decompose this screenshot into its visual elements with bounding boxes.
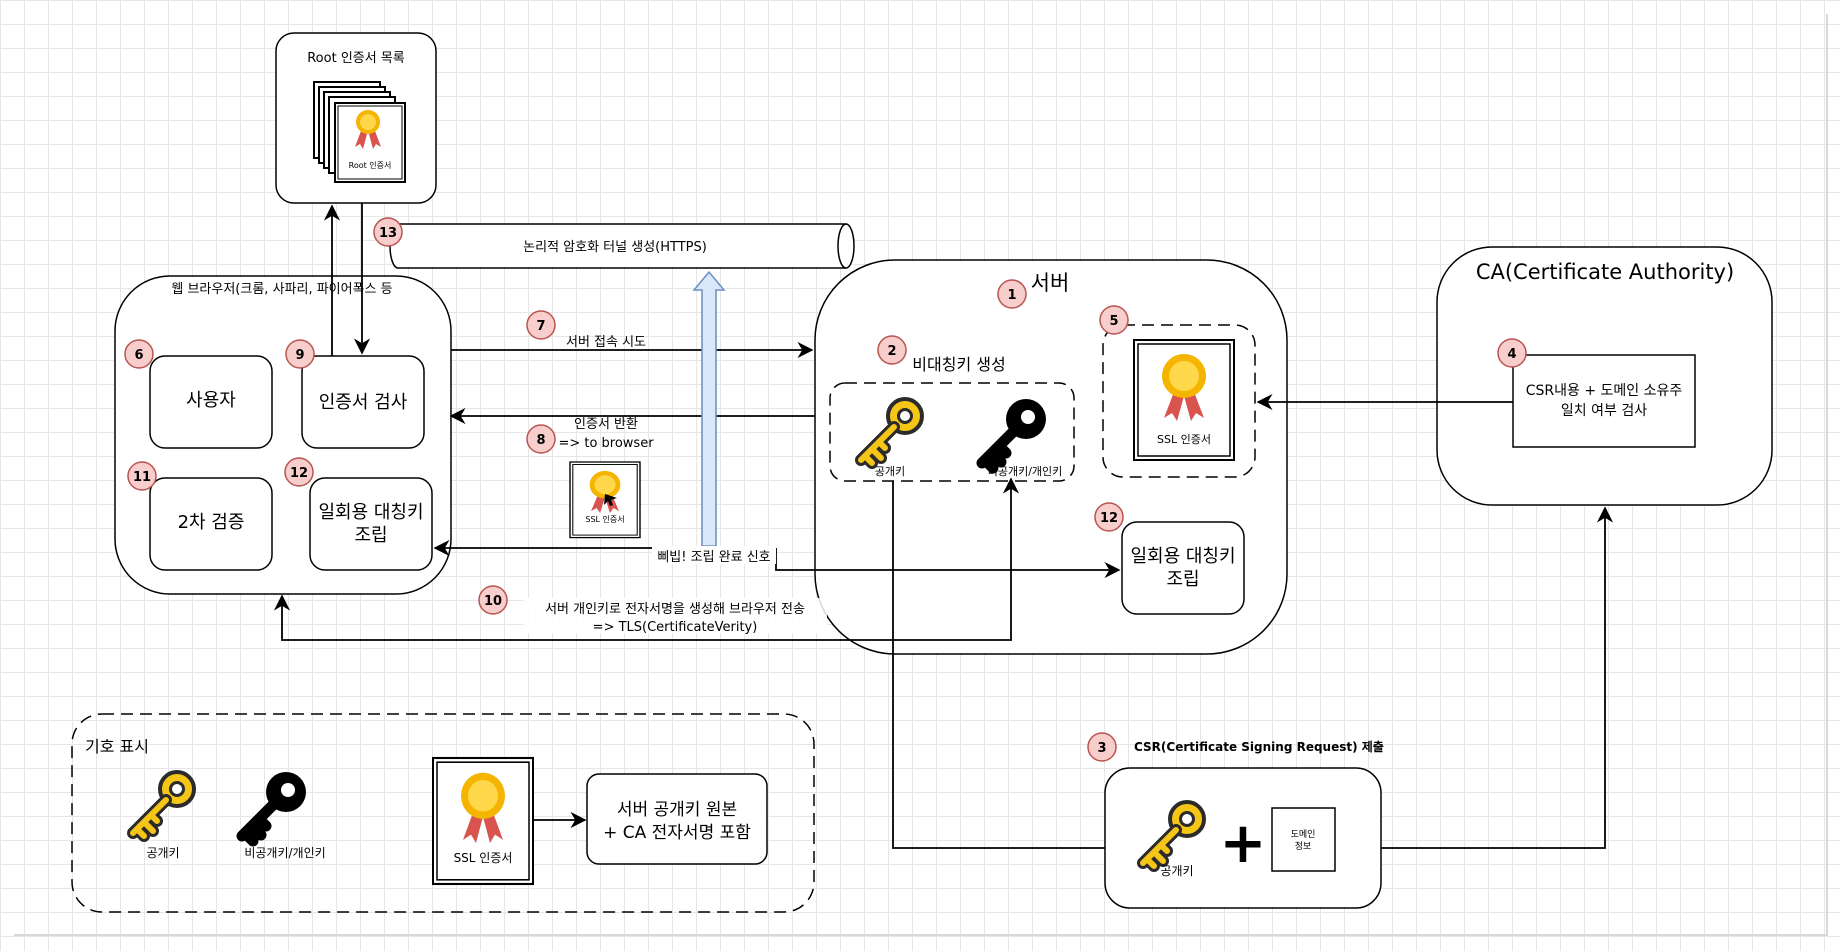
browser-session-key-label-1: 일회용 대칭키 [318,502,423,523]
domain-info-box [1271,807,1336,872]
svg-text:5: 5 [1109,314,1118,329]
svg-text:1: 1 [1007,288,1016,303]
signature-label-2: => TLS(CertificateVerity) [593,620,758,635]
user-box [149,355,273,449]
browser-session-key-label-2: 조립 [354,525,387,546]
return-cert-badge: 8 [526,424,556,454]
svg-text:11: 11 [133,470,151,485]
browser-session-key-box [309,477,433,571]
server-public-key-label: 공개키 [875,465,905,478]
ca-check-badge: 4 [1497,338,1527,368]
https-tunnel: 논리적 암호화 터널 생성(HTTPS) [389,223,855,269]
svg-text:6: 6 [134,348,143,363]
web-browser: 웹 브라우저(크롬, 사파리, 파이어폭스 등 사용자 인증서 검사 2차 검증… [114,275,452,595]
legend-cert-desc-box [586,773,768,865]
legend: 기호 표시 공개키 비공개키/개인키 SSL 인증서 서버 공개키 원본 + C… [71,713,815,913]
csr-box: CSR(Certificate Signing Request) 제출 공개키 … [1104,739,1384,909]
legend-private-key-label: 비공개키/개인키 [244,846,325,860]
server-title: 서버 [1031,271,1070,295]
beep-label: 삐빕! 조립 완료 신호 [657,550,770,565]
csr-title: CSR(Certificate Signing Request) 제출 [1134,739,1384,754]
server-private-key-label: 비공개키/개인키 [988,465,1063,478]
arrow-signature [273,477,1020,641]
svg-text:12: 12 [290,466,308,481]
user-badge: 6 [124,339,154,369]
legend-cert-desc-1: 서버 공개키 원본 [617,800,737,820]
returned-ssl-cert-label: SSL 인증서 [585,514,624,524]
second-verify-label: 2차 검증 [178,512,245,533]
root-cert-stack-icon [313,81,406,183]
connect-label: 서버 접속 시도 [566,335,646,350]
svg-text:12: 12 [1100,511,1118,526]
server: 서버 비대칭키 생성 공개키 비공개키/개인키 SSL 인증서 일회용 대칭키 … [814,259,1288,655]
server-badge: 1 [997,279,1027,309]
cert-check-badge: 9 [285,339,315,369]
domain-info-label-2: 정보 [1295,841,1312,852]
connect-badge: 7 [526,310,556,340]
root-cert-store: Root 인증서 목록 Root 인증서 [275,32,437,204]
return-cert-label-2: => to browser [558,436,654,451]
plus-icon: + [1220,811,1267,876]
ca-check-box [1512,354,1696,448]
tunnel-label: 논리적 암호화 터널 생성(HTTPS) [523,240,707,255]
svg-text:8: 8 [536,433,545,448]
server-ssl-cert-label: SSL 인증서 [1157,433,1211,446]
legend-cert-desc-2: + CA 전자서명 포함 [603,823,751,843]
page-shadow [14,14,1828,936]
second-verify-box [149,477,273,571]
server-session-key-label-2: 조립 [1166,569,1199,590]
cert-check-box [301,355,425,449]
ca-check-label-2: 일치 여부 검사 [1561,403,1647,419]
svg-text:2: 2 [887,344,896,359]
root-cert-label: Root 인증서 [349,160,392,170]
legend-public-key-label: 공개키 [146,846,179,860]
ca-check-label-1: CSR내용 + 도메인 소유주 [1526,383,1683,399]
svg-text:13: 13 [379,226,397,241]
csr-badge: 3 [1087,732,1117,762]
second-verify-badge: 11 [127,461,157,491]
svg-text:4: 4 [1507,347,1516,362]
browser-title: 웹 브라우저(크롬, 사파리, 파이어폭스 등 [171,282,392,297]
ssl-cert-badge: 5 [1099,305,1129,335]
browser-session-key-badge: 12 [284,457,314,487]
svg-text:3: 3 [1097,741,1106,756]
arrow-public-key-to-csr [892,481,1105,849]
legend-ssl-cert-label: SSL 인증서 [454,851,513,865]
signature-badge: 10 [478,585,508,615]
svg-text:9: 9 [295,348,304,363]
keygen-label: 비대칭키 생성 [912,355,1005,374]
legend-ssl-cert-icon [431,756,535,886]
csr-public-key-label: 공개키 [1160,864,1193,878]
tunnel-up-arrow [692,270,726,547]
keygen-box [829,382,1075,482]
ca-title: CA(Certificate Authority) [1476,260,1734,284]
cert-check-label: 인증서 검사 [319,392,408,413]
root-store-title: Root 인증서 목록 [307,51,405,66]
server-session-key-box [1121,521,1245,615]
user-label: 사용자 [186,390,236,411]
legend-private-key-icon [242,772,306,841]
tunnel-badge: 13 [373,217,403,247]
server-session-key-label-1: 일회용 대칭키 [1130,546,1235,567]
signature-label-1: 서버 개인키로 전자서명을 생성해 브라우저 전송 [545,602,805,617]
certificate-authority: CA(Certificate Authority) CSR내용 + 도메인 소유… [1436,246,1773,506]
domain-info-label-1: 도메인 [1291,829,1316,840]
ssl-cert-box [1102,324,1256,478]
svg-text:7: 7 [536,319,545,334]
server-session-key-badge: 12 [1094,502,1124,532]
return-cert-label-1: 인증서 반환 [574,417,638,432]
svg-text:10: 10 [484,594,502,609]
legend-title: 기호 표시 [85,737,149,756]
legend-public-key-icon [133,772,194,836]
signature-label-bg [523,598,827,634]
keygen-badge: 2 [877,335,907,365]
arrow-csr-to-ca [1381,506,1614,849]
